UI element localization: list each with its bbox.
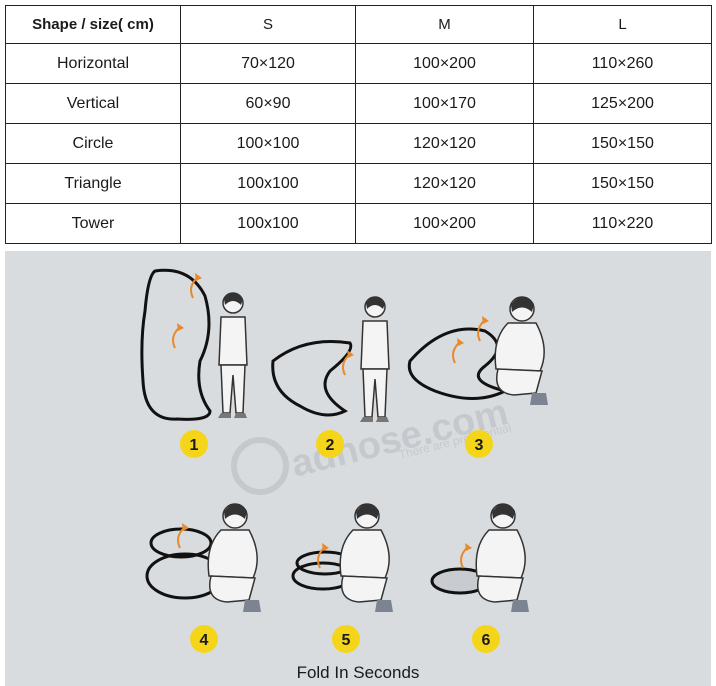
svg-text:3: 3 (475, 437, 484, 454)
header-s: S (180, 5, 356, 44)
cell-l: 150×150 (533, 163, 712, 204)
svg-text:2: 2 (326, 437, 335, 454)
cell-s: 60×90 (180, 83, 356, 124)
table-row: Horizontal 70×120 100×200 110×260 (5, 43, 712, 84)
fold-illustration: adnose.com There are preferential (140, 268, 549, 653)
table-header-row: Shape / size( cm) S M L (5, 5, 712, 44)
rotate-arrow-icon (177, 522, 190, 549)
rotate-arrow-icon (477, 315, 490, 342)
cell-m: 100×170 (355, 83, 534, 124)
cell-s: 100x100 (180, 163, 356, 204)
row-shape: Horizontal (5, 43, 181, 84)
fold-instructions-panel: adnose.com There are preferential (5, 251, 711, 686)
table-row: Circle 100×100 120×120 150×150 (5, 123, 712, 164)
cell-m: 120×120 (355, 123, 534, 164)
header-m: M (355, 5, 534, 44)
step-badge-1: 1 (180, 430, 208, 458)
cell-s: 100×100 (180, 123, 356, 164)
table-row: Vertical 60×90 100×170 125×200 (5, 83, 712, 124)
caption: Fold In Seconds (296, 663, 420, 682)
step-badge-6: 6 (472, 625, 500, 653)
svg-text:6: 6 (482, 632, 491, 649)
step-2-illustration (271, 296, 390, 423)
svg-text:1: 1 (190, 437, 199, 454)
table-row: Tower 100x100 100×200 110×220 (5, 203, 712, 244)
row-shape: Triangle (5, 163, 181, 204)
header-shape-size: Shape / size( cm) (5, 5, 181, 44)
step-6-illustration (430, 502, 530, 613)
size-table: Shape / size( cm) S M L Horizontal 70×12… (5, 5, 712, 244)
row-shape: Vertical (5, 83, 181, 124)
cell-s: 100x100 (180, 203, 356, 244)
rotate-arrow-icon (342, 349, 355, 376)
step-5-illustration (291, 502, 394, 613)
cell-l: 110×220 (533, 203, 712, 244)
cell-m: 100×200 (355, 43, 534, 84)
step-4-illustration (145, 502, 262, 613)
cell-l: 150×150 (533, 123, 712, 164)
row-shape: Circle (5, 123, 181, 164)
step-badge-5: 5 (332, 625, 360, 653)
rotate-arrow-icon (460, 542, 473, 569)
row-shape: Tower (5, 203, 181, 244)
cell-l: 125×200 (533, 83, 712, 124)
rotate-arrow-icon (172, 322, 185, 349)
step-3-illustration (407, 295, 549, 406)
rotate-arrow-icon (452, 337, 465, 364)
cell-l: 110×260 (533, 43, 712, 84)
svg-text:5: 5 (342, 632, 351, 649)
cell-m: 120×120 (355, 163, 534, 204)
step-badge-3: 3 (465, 430, 493, 458)
cell-s: 70×120 (180, 43, 356, 84)
step-1-illustration (140, 268, 248, 421)
svg-text:4: 4 (200, 632, 209, 649)
table-row: Triangle 100x100 120×120 150×150 (5, 163, 712, 204)
step-badge-2: 2 (316, 430, 344, 458)
header-l: L (533, 5, 712, 44)
step-badge-4: 4 (190, 625, 218, 653)
cell-m: 100×200 (355, 203, 534, 244)
